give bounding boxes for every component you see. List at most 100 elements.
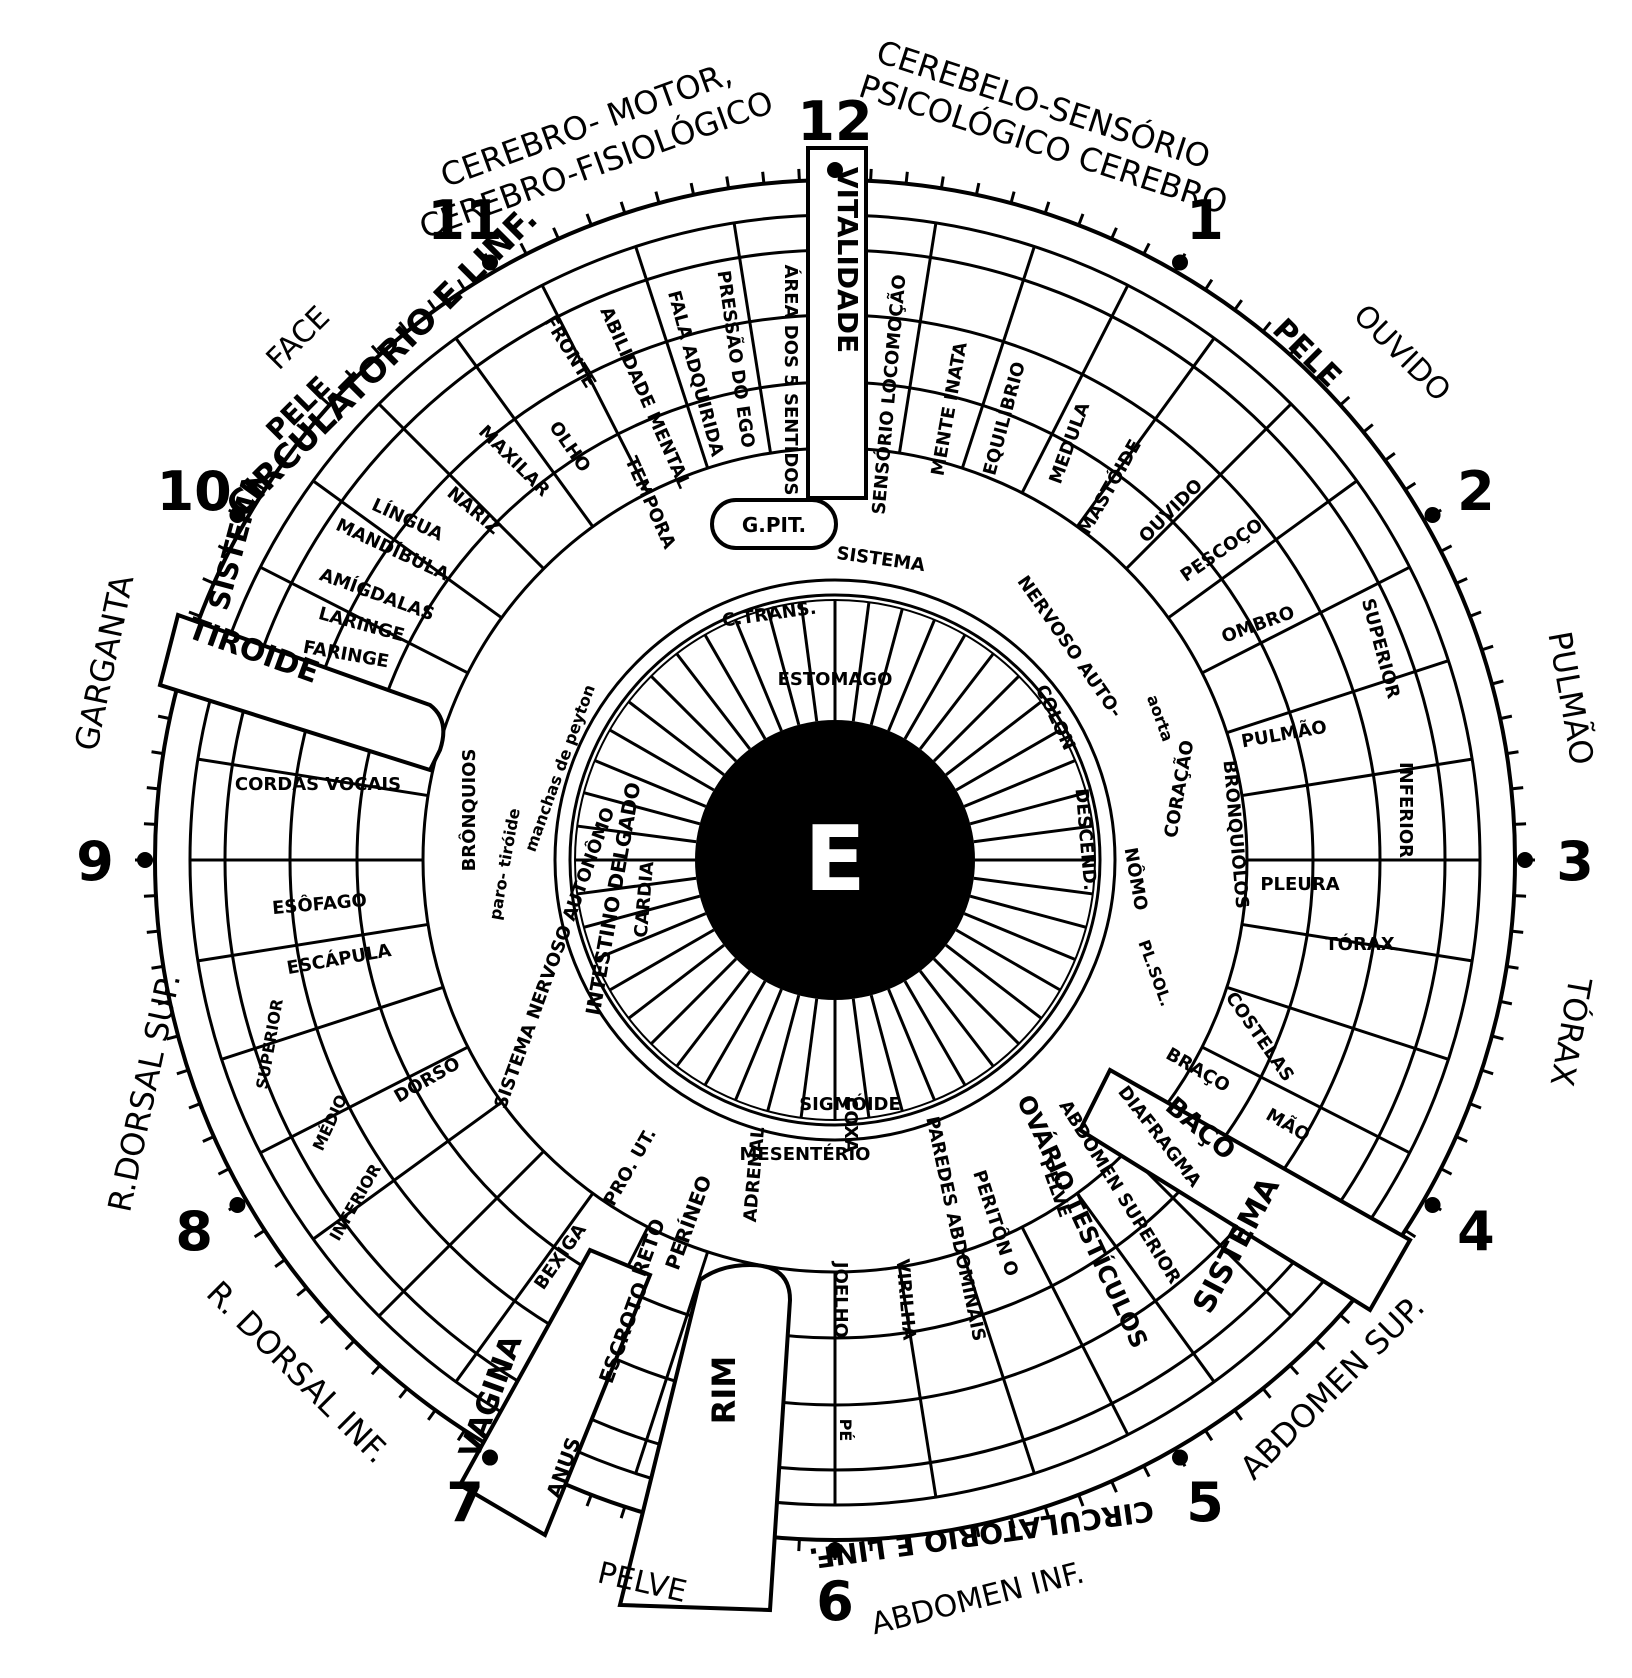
zone-label-g-pit: G.PIT. bbox=[742, 513, 806, 537]
tick-mark bbox=[1288, 1364, 1300, 1376]
zone-divider bbox=[454, 337, 595, 528]
tick-mark bbox=[974, 1524, 981, 1538]
stomach-spoke bbox=[969, 894, 1087, 929]
zone-label-superior-right: SUPERIOR bbox=[1357, 596, 1404, 701]
tick-mark bbox=[370, 1364, 382, 1376]
stomach-spoke bbox=[945, 944, 1043, 1020]
zone-divider bbox=[732, 222, 773, 454]
ring-label-rim: RIM bbox=[705, 1356, 743, 1424]
zone-label-pleura: PLEURA bbox=[1260, 874, 1339, 895]
stomach-spoke bbox=[703, 980, 767, 1086]
clock-number-7: 7 bbox=[446, 1471, 484, 1534]
zone-label-virilha: VIRILHA bbox=[891, 1258, 919, 1341]
stomach-spoke bbox=[851, 602, 871, 722]
tick-mark bbox=[1314, 369, 1326, 381]
zone-divider bbox=[540, 284, 650, 494]
tick-mark bbox=[217, 1167, 230, 1176]
zone-divider bbox=[1226, 659, 1449, 735]
tick-mark bbox=[1261, 1387, 1272, 1399]
zone-divider bbox=[1125, 1150, 1293, 1318]
stomach-spoke bbox=[609, 728, 715, 792]
stomach-spoke bbox=[903, 634, 967, 740]
tick-mark bbox=[1314, 1339, 1326, 1351]
tick-mark bbox=[974, 182, 981, 196]
tick-mark bbox=[146, 929, 159, 934]
zone-divider bbox=[1241, 757, 1473, 798]
stomach-spoke bbox=[766, 994, 801, 1112]
zone-label-paredes-abdominais: PAREDES ABDOMINAIS bbox=[921, 1115, 989, 1344]
tick-mark bbox=[1077, 1494, 1085, 1507]
zone-label-cordas-vocais: CORDAS VOCAIS bbox=[235, 774, 401, 795]
zone-divider bbox=[259, 1045, 469, 1155]
tick-mark bbox=[253, 1229, 266, 1239]
clock-number-2: 2 bbox=[1457, 460, 1495, 523]
zone-divider bbox=[1125, 402, 1293, 570]
tick-mark bbox=[585, 213, 593, 226]
tick-mark bbox=[344, 1339, 356, 1351]
ring-label-reto: RETO bbox=[627, 1215, 670, 1279]
tick-mark bbox=[1009, 191, 1016, 204]
zone-divider bbox=[197, 757, 429, 798]
tick-mark bbox=[1233, 1409, 1243, 1421]
tick-mark bbox=[344, 369, 356, 381]
tick-mark bbox=[157, 714, 171, 721]
zone-divider bbox=[454, 1192, 595, 1383]
tick-mark bbox=[1513, 822, 1527, 826]
tick-mark bbox=[1204, 1429, 1214, 1442]
tick-mark bbox=[456, 1429, 466, 1442]
zone-label-esofago: ESÔFAGO bbox=[271, 889, 367, 919]
zone-label-area-5-sentidos: ÁREA DOS 5 SENTIDOS bbox=[780, 264, 802, 495]
stomach-spoke bbox=[675, 652, 751, 750]
tick-mark bbox=[1110, 227, 1118, 240]
tick-mark bbox=[1384, 452, 1396, 462]
tick-mark bbox=[398, 1387, 409, 1399]
inner-label-cardia: CARDIA bbox=[631, 860, 659, 938]
zone-label-ouvido-inner: OUVIDO bbox=[1135, 475, 1207, 547]
clock-dot bbox=[137, 852, 153, 868]
stomach-spoke bbox=[932, 675, 1020, 763]
clock-number-6: 6 bbox=[816, 1570, 854, 1633]
zone-divider bbox=[377, 402, 545, 570]
tick-mark bbox=[151, 964, 164, 970]
stomach-spoke bbox=[887, 988, 936, 1101]
stomach-spoke bbox=[650, 957, 738, 1045]
stomach-spoke bbox=[869, 608, 904, 726]
zone-label-bronquios: BRÔNQUIOS bbox=[458, 749, 480, 872]
tick-mark bbox=[725, 176, 731, 189]
zone-divider bbox=[634, 246, 710, 469]
tick-mark bbox=[202, 577, 215, 585]
outer-label-face: FACE bbox=[260, 300, 337, 377]
vagina-band bbox=[457, 1247, 653, 1538]
g-pit-box bbox=[710, 498, 838, 550]
tick-mark bbox=[1455, 577, 1468, 585]
clock-number-5: 5 bbox=[1186, 1471, 1224, 1534]
zone-divider bbox=[1201, 1045, 1411, 1155]
zone-label-coxa: COXA bbox=[840, 1097, 861, 1153]
inner-label-estomago: ESTOMAGO bbox=[778, 669, 893, 690]
center-letter: E bbox=[804, 807, 865, 912]
zone-divider bbox=[1167, 479, 1358, 620]
ring-label-perineo: PERÍNEO bbox=[660, 1172, 716, 1273]
tick-mark bbox=[143, 894, 157, 898]
tiroide-band bbox=[157, 612, 446, 773]
tick-mark bbox=[274, 452, 286, 462]
zone-label-sensorio-locomocao: SENSÓRIO LOCOMOÇÃO bbox=[867, 273, 911, 515]
tick-mark bbox=[456, 278, 466, 291]
zone-label-mao: MÃO bbox=[1262, 1103, 1314, 1146]
tick-mark bbox=[1511, 929, 1524, 934]
tick-mark bbox=[939, 1531, 945, 1544]
tick-mark bbox=[319, 1313, 331, 1325]
zone-divider bbox=[634, 1251, 710, 1474]
clock-dot bbox=[1172, 1449, 1188, 1466]
stomach-spoke bbox=[963, 759, 1076, 808]
stomach-spoke bbox=[973, 876, 1093, 896]
tick-mark bbox=[176, 1068, 189, 1076]
inner-label-nomo: NÔMO bbox=[1120, 846, 1153, 912]
tick-mark bbox=[619, 1506, 627, 1519]
tick-mark bbox=[1440, 544, 1453, 553]
tick-mark bbox=[253, 481, 266, 491]
stomach-spoke bbox=[932, 957, 1020, 1045]
zone-label-braco: BRAÇO bbox=[1162, 1044, 1233, 1097]
tick-mark bbox=[1506, 750, 1519, 756]
